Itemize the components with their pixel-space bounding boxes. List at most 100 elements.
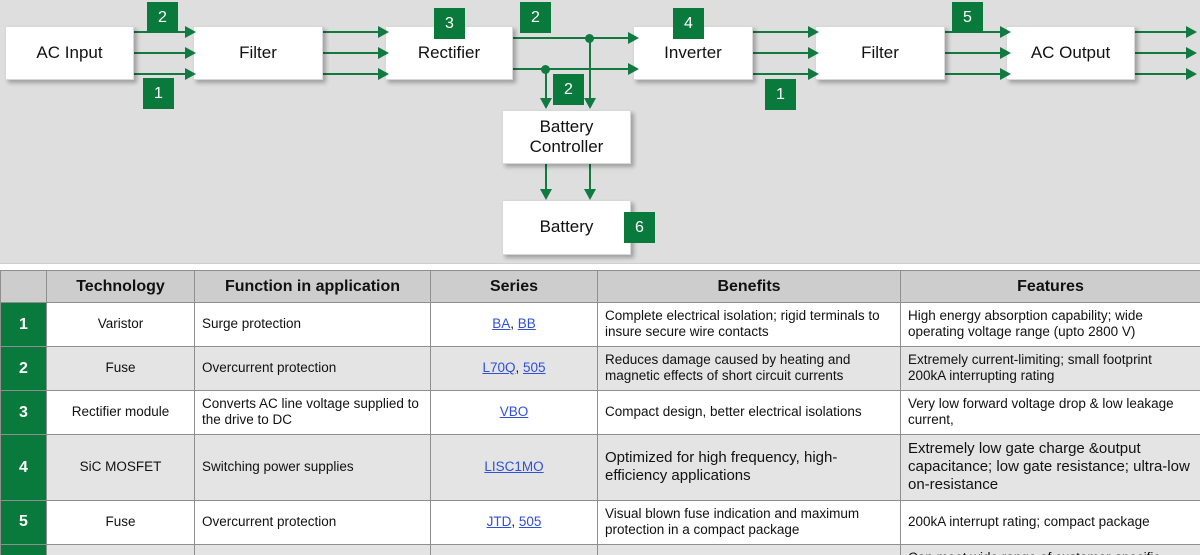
badge-battery-6[interactable]: 6 [624, 212, 655, 243]
badge-inverter-4[interactable]: 4 [673, 8, 704, 39]
row-index-cell: 6 [0, 543, 47, 555]
arrow-inverter-filter-2 [808, 47, 819, 59]
junction-dot-top [585, 34, 594, 43]
technology-cell: Varistor [46, 302, 195, 347]
badge-batt-2-value: 2 [564, 80, 573, 98]
line-filter-rectifier-2 [323, 52, 385, 54]
block-filter-input-label: Filter [239, 42, 277, 62]
line-acoutput-load-1 [1134, 31, 1191, 33]
series-link[interactable]: L70Q [482, 360, 516, 376]
arrow-dcbus-to-battctrl-left [540, 98, 552, 109]
row-index-cell: 1 [0, 302, 47, 347]
block-battery[interactable]: Battery [502, 200, 631, 255]
series-link[interactable]: VBO [499, 404, 529, 420]
technology-cell: Rectifier module [46, 389, 195, 435]
benefits-cell: Compact design, better electrical isolat… [597, 389, 901, 435]
block-battery-label: Battery [539, 217, 594, 237]
block-filter-input[interactable]: Filter [193, 26, 323, 80]
features-cell: 200kA interrupt rating; compact package [900, 499, 1200, 545]
series-cell[interactable]: Temp probe assembly [430, 543, 598, 555]
block-ac-output[interactable]: AC Output [1006, 26, 1135, 80]
table-row: 6 Temp sensor Temperature monitoring Tem… [0, 543, 1200, 555]
arrow-filter-acoutput-2 [1000, 47, 1011, 59]
line-acinput-filter-3 [133, 73, 191, 75]
arrow-dcbus-inverter-top [628, 32, 639, 44]
series-cell[interactable]: JTD, 505 [430, 499, 598, 545]
table-body: 1 Varistor Surge protection BA, BB Compl… [0, 302, 1200, 555]
badge-batt-2[interactable]: 2 [553, 74, 584, 105]
table-row: 2 Fuse Overcurrent protection L70Q, 505 … [0, 345, 1200, 391]
arrow-acinput-filter-3 [185, 68, 196, 80]
function-cell: Overcurrent protection [194, 499, 431, 545]
arrow-filter-rectifier-2 [378, 47, 389, 59]
column-header-features: Features [900, 270, 1200, 303]
badge-rectifier-3[interactable]: 3 [434, 8, 465, 39]
technology-table-container: Technology Function in application Serie… [0, 270, 1200, 555]
table-row: 1 Varistor Surge protection BA, BB Compl… [0, 302, 1200, 347]
function-cell: Temperature monitoring [194, 543, 431, 555]
column-header-function: Function in application [194, 270, 431, 303]
column-header-series: Series [430, 270, 598, 303]
badge-output-1-value: 1 [776, 85, 785, 103]
badge-dc-2[interactable]: 2 [520, 2, 551, 33]
line-inverter-filter-3 [752, 73, 814, 75]
series-link[interactable]: 505 [523, 360, 546, 376]
series-link[interactable]: JTD [486, 513, 512, 529]
series-cell[interactable]: BA, BB [430, 302, 598, 347]
function-cell: Switching power supplies [194, 433, 431, 501]
block-battery-controller-label-line2: Controller [529, 137, 604, 156]
features-cell: Can meet wide range of customer-specific… [900, 543, 1200, 555]
features-cell: High energy absorption capability; wide … [900, 302, 1200, 347]
arrow-inverter-filter-1 [808, 26, 819, 38]
line-battctrl-battery-left [545, 163, 547, 191]
function-cell: Overcurrent protection [194, 345, 431, 391]
column-header-benefits: Benefits [597, 270, 901, 303]
block-battery-controller[interactable]: Battery Controller [502, 110, 631, 164]
series-link[interactable]: LISC1MO [484, 459, 544, 475]
arrow-dcbus-inverter-bottom [628, 63, 639, 75]
line-inverter-filter-2 [752, 52, 814, 54]
series-link[interactable]: BB [517, 316, 536, 332]
arrow-acinput-filter-1 [185, 26, 196, 38]
line-acoutput-load-2 [1134, 52, 1191, 54]
arrow-filter-acoutput-1 [1000, 26, 1011, 38]
series-cell[interactable]: VBO [430, 389, 598, 435]
series-link[interactable]: 505 [518, 513, 542, 529]
badge-input-2[interactable]: 2 [147, 2, 178, 33]
series-link[interactable]: BA [492, 316, 511, 332]
badge-output-1[interactable]: 1 [765, 79, 796, 110]
arrow-acoutput-load-1 [1186, 26, 1197, 38]
badge-output-5[interactable]: 5 [952, 2, 983, 33]
badge-inverter-4-value: 4 [684, 14, 693, 32]
arrow-acinput-filter-2 [185, 47, 196, 59]
technology-cell: SiC MOSFET [46, 433, 195, 501]
technology-cell: Fuse [46, 499, 195, 545]
badge-dc-2-value: 2 [531, 8, 540, 26]
arrow-dcbus-to-battctrl-right [584, 98, 596, 109]
benefits-cell: Customized probes and assemblies to meet… [597, 543, 901, 555]
benefits-cell: Complete electrical isolation; rigid ter… [597, 302, 901, 347]
line-filter-rectifier-3 [323, 73, 385, 75]
badge-rectifier-3-value: 3 [445, 14, 454, 32]
function-cell: Surge protection [194, 302, 431, 347]
block-ac-input[interactable]: AC Input [5, 26, 134, 80]
arrow-battctrl-battery-left [540, 189, 552, 200]
features-cell: Extremely current-limiting; small footpr… [900, 345, 1200, 391]
line-dcbus-bottom [512, 68, 637, 70]
arrow-battctrl-battery-right [584, 189, 596, 200]
block-filter-output[interactable]: Filter [815, 26, 945, 80]
line-dcbus-top [512, 37, 637, 39]
line-filter-acoutput-3 [944, 73, 1006, 75]
line-battctrl-battery-right [589, 163, 591, 191]
row-index-cell: 2 [0, 345, 47, 391]
series-cell[interactable]: L70Q, 505 [430, 345, 598, 391]
function-cell: Converts AC line voltage supplied to the… [194, 389, 431, 435]
series-cell[interactable]: LISC1MO [430, 433, 598, 501]
technology-table: Technology Function in application Serie… [0, 270, 1200, 555]
line-dcbus-to-battctrl-right [589, 38, 591, 100]
junction-dot-bottom [541, 65, 550, 74]
arrow-acoutput-load-2 [1186, 47, 1197, 59]
benefits-cell: Reduces damage caused by heating and mag… [597, 345, 901, 391]
arrow-inverter-filter-3 [808, 68, 819, 80]
badge-input-1[interactable]: 1 [143, 78, 174, 109]
